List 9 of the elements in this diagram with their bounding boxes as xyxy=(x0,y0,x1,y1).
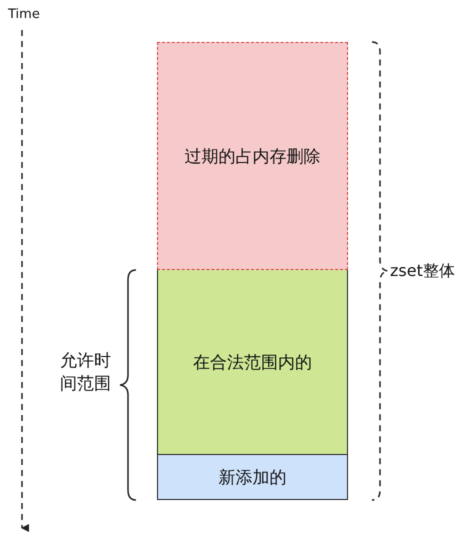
bracket-label: 允许时间范围 xyxy=(60,350,112,396)
new-block xyxy=(157,455,348,500)
bracket-label: zset整体 xyxy=(390,260,456,282)
axis-label: Time xyxy=(8,6,41,24)
block-label: 新添加的 xyxy=(218,466,286,488)
expired-block xyxy=(157,42,348,270)
block-label: 过期的占内存删除 xyxy=(184,146,320,168)
block-label: 在合法范围内的 xyxy=(193,352,312,374)
valid-block xyxy=(157,270,348,455)
